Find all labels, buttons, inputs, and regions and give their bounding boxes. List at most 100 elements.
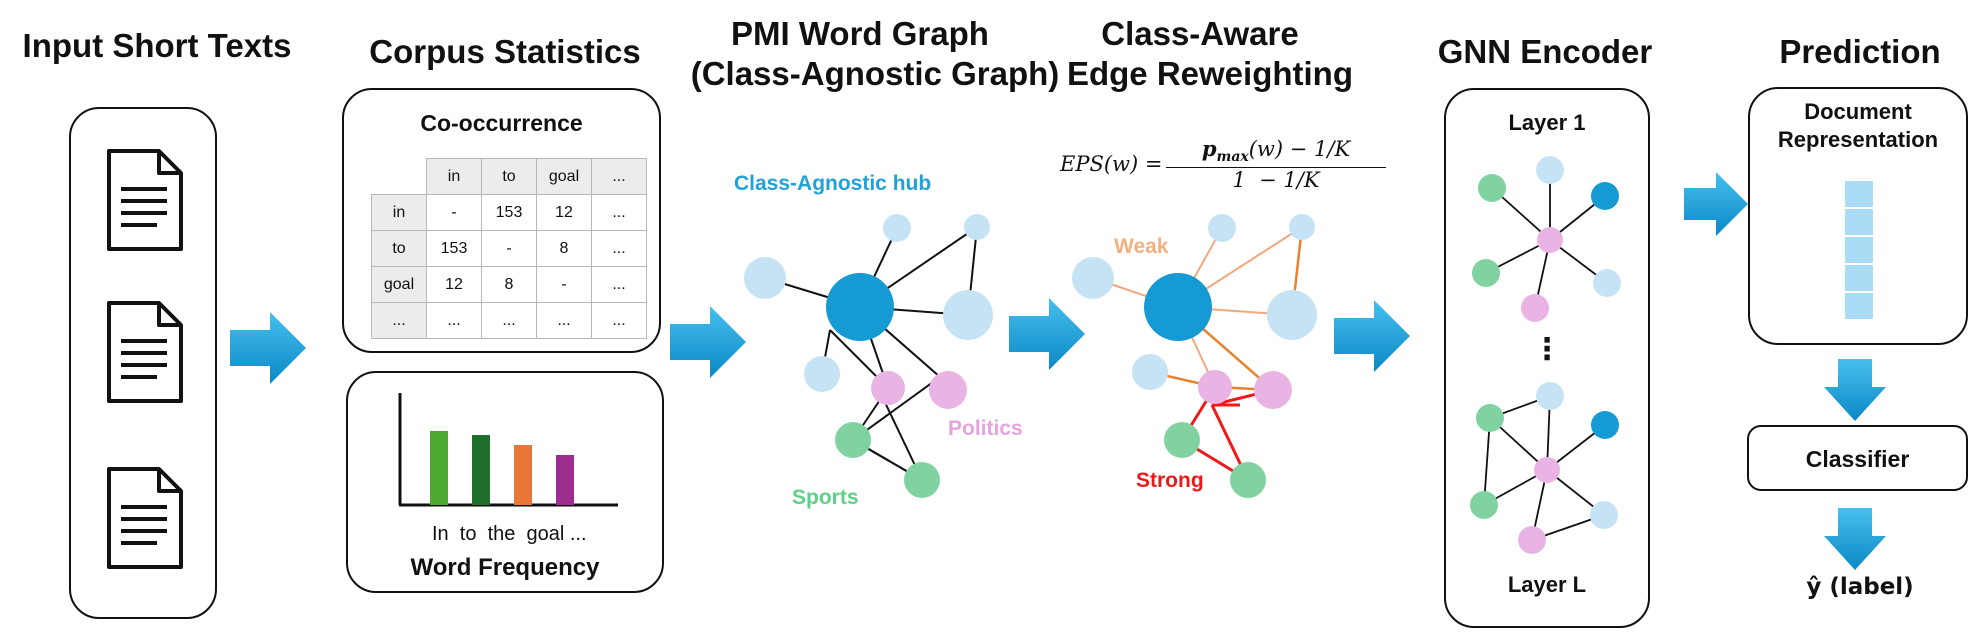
embedding-vector [1845,181,1873,319]
frequency-words-label: In to the goal ... [432,523,587,545]
graph-node [1132,354,1168,390]
weak-edge-label: Weak [1114,235,1169,258]
graph-node [1590,501,1618,529]
document-icon-2 [107,301,183,403]
graph-node [943,290,993,340]
table-cell: 153 [481,194,537,231]
graph-node [1518,526,1546,554]
pmi-title-line2: (Class-Agnostic Graph) [690,55,1060,92]
cooccurrence-table: in to goal ... in - 153 12 ... to 153 - … [371,158,647,339]
gnn-layer-first-label: Layer 1 [1508,110,1586,135]
graph-node [804,356,840,392]
table-row: ... ... ... ... ... [371,302,647,339]
politics-node [929,371,967,409]
frequency-bar-to [472,435,490,505]
eps-formula-sub: max [1216,149,1249,166]
flow-arrow-4 [1334,300,1410,372]
document-icon-1 [107,149,183,251]
sports-node [1230,462,1266,498]
table-row-label: ... [371,302,427,339]
embedding-cell [1845,237,1873,265]
politics-node [1254,371,1292,409]
table-row: goal 12 8 - ... [371,266,647,303]
input-stage-title: Input Short Texts [22,27,292,64]
table-cell: ... [536,302,592,339]
table-row-label: goal [371,266,427,303]
graph-node [1536,382,1564,410]
graph-node [1472,259,1500,287]
classifier-label: Classifier [1805,446,1910,472]
classifier-box: Classifier [1747,425,1968,491]
sports-node [1164,422,1200,458]
down-arrow-1 [1824,359,1886,421]
graph-node [1289,214,1315,240]
table-cell: - [481,230,537,267]
graph-edge [1483,417,1491,506]
table-cell: 8 [536,230,592,267]
graph-node [1537,227,1563,253]
graph-node [1593,269,1621,297]
embedding-cell [1845,209,1873,237]
flow-arrow-2 [670,306,746,378]
table-cell: 12 [536,194,592,231]
eps-formula-denominator: 1 − 1/K [1232,168,1320,193]
table-cell: 12 [426,266,482,303]
graph-node [1267,290,1317,340]
politics-node [1198,370,1232,404]
cooccurrence-header-row: in to goal ... [372,158,647,195]
graph-node [1476,404,1504,432]
cooccurrence-label: Co-occurrence [420,110,583,136]
graph-node [1478,174,1506,202]
table-header-cell: to [481,158,537,195]
flow-arrow-1 [230,312,306,384]
document-representation-box: Document Representation [1748,87,1968,345]
graph-node [964,214,990,240]
embedding-cell [1845,293,1873,319]
eps-formula-numerator: pmax(w) − 1/K [1166,136,1386,169]
reweight-title-line1: Class-Aware [1101,15,1299,52]
table-row-label: to [371,230,427,267]
embedding-cell [1845,181,1873,209]
graph-node [1591,411,1619,439]
prediction-stage-title: Prediction [1779,33,1941,70]
document-representation-line1: Document [1804,99,1912,124]
gnn-encoder-box: Layer 1 ⋮ Layer L [1444,88,1650,628]
table-cell: ... [591,194,647,231]
frequency-bar-in [430,431,448,505]
cooccurrence-box: Co-occurrence in to goal ... in - 153 12… [342,88,661,353]
eps-formula-fraction: pmax(w) − 1/K 1 − 1/K [1166,136,1386,192]
corpus-stage-title: Corpus Statistics [369,33,641,70]
graph-node [1208,214,1236,242]
class-agnostic-hub-node [1144,273,1212,341]
table-cell: ... [591,230,647,267]
table-cell: ... [591,266,647,303]
word-frequency-box: In to the goal ... Word Frequency [346,371,664,593]
graph-node [744,257,786,299]
flow-arrow-3 [1009,298,1085,370]
graph-node [1536,156,1564,184]
input-texts-box [69,107,217,619]
frequency-bar-the [514,445,532,505]
table-cell: ... [481,302,537,339]
word-frequency-bars [398,393,618,507]
table-row: to 153 - 8 ... [371,230,647,267]
table-row-label: in [371,194,427,231]
eps-formula-lhs: EPS(w) = [1060,152,1163,176]
reweight-title-line2: Edge Reweighting [1066,55,1353,92]
sports-label: Sports [792,486,859,509]
politics-label: Politics [948,417,1023,440]
embedding-cell [1845,265,1873,293]
graph-node [883,214,911,242]
eps-formula-num-rest: (w) − 1/K [1248,137,1351,161]
graph-node [1470,491,1498,519]
table-row: in - 153 12 ... [371,194,647,231]
document-representation-line2: Representation [1777,127,1939,152]
document-icon-3 [107,467,183,569]
strong-edge-label: Strong [1136,469,1204,492]
sports-node [904,462,940,498]
class-agnostic-hub-label: Class-Agnostic hub [734,172,932,195]
gnn-stage-title: GNN Encoder [1437,33,1653,70]
